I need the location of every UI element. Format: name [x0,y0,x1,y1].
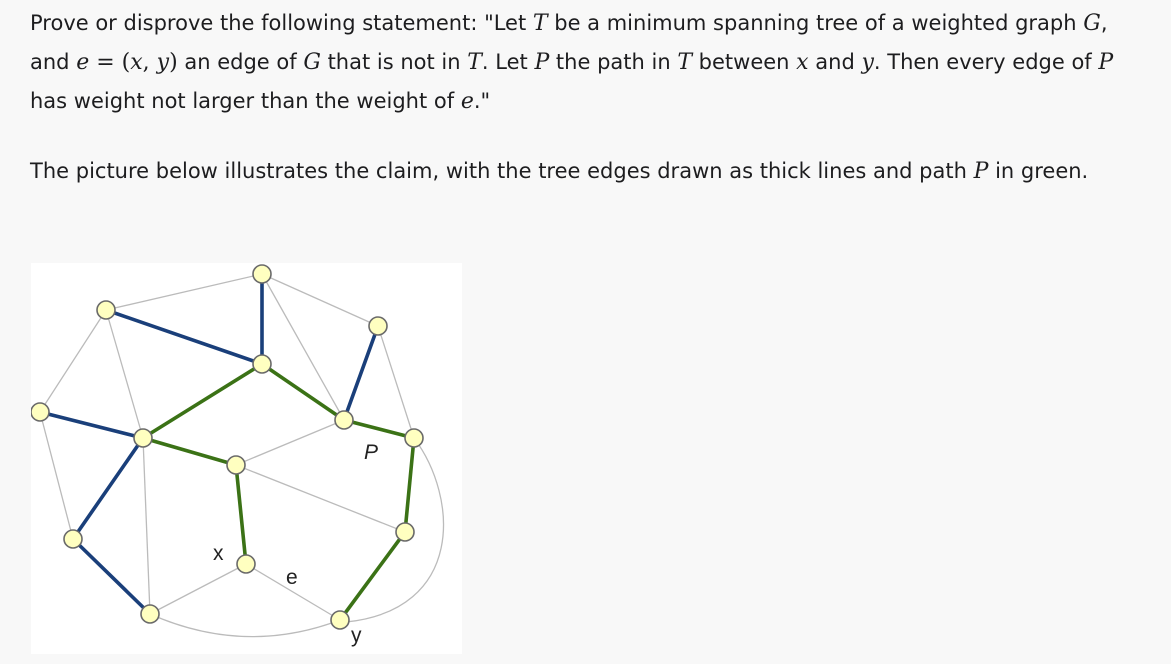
graph-diagram: x e y P [31,264,445,647]
graph-node [368,316,388,336]
graph-node [226,455,246,475]
graph-edge [105,309,144,439]
graph-node [252,354,272,374]
path-edge [342,418,416,440]
graph-node [404,428,424,448]
label-x: x [213,542,224,565]
graph-node [334,410,354,430]
path-edge [260,362,346,422]
graph-node [31,402,50,422]
tree-edge [38,410,145,440]
graph-edge-curve [149,613,341,638]
graph-node [252,264,272,284]
graph-node [236,554,256,574]
graph-edge [261,273,345,421]
graph-edge [261,273,379,327]
graph-edge [235,419,345,466]
graph-figure: x e y P [31,263,462,654]
graph-edge [39,309,107,413]
question-text: Prove or disprove the following statemen… [30,11,1114,114]
path-edge [403,436,416,534]
graph-node [395,522,415,542]
graph-edge [105,273,263,311]
path-edge [338,530,407,622]
graph-edge [142,437,151,615]
graph-node [96,300,116,320]
path-edge [141,362,264,440]
label-y: y [351,624,362,647]
graph-edge [235,464,406,533]
graph-node [133,428,153,448]
graph-node [330,610,350,630]
figure-caption: The picture below illustrates the claim,… [30,159,1089,184]
label-e: e [286,566,298,589]
graph-edge [39,411,74,540]
graph-edge-curve [345,437,445,623]
tree-edge [71,436,145,541]
graph-node [63,529,83,549]
path-edge [141,436,238,467]
graph-edge [149,563,247,615]
tree-edge [71,537,152,616]
graph-edge [377,325,415,439]
label-p: P [364,441,378,464]
tree-edge [104,308,264,366]
graph-node [140,604,160,624]
path-edge [234,463,248,566]
tree-edge [342,324,380,422]
graph-edge [245,563,341,621]
